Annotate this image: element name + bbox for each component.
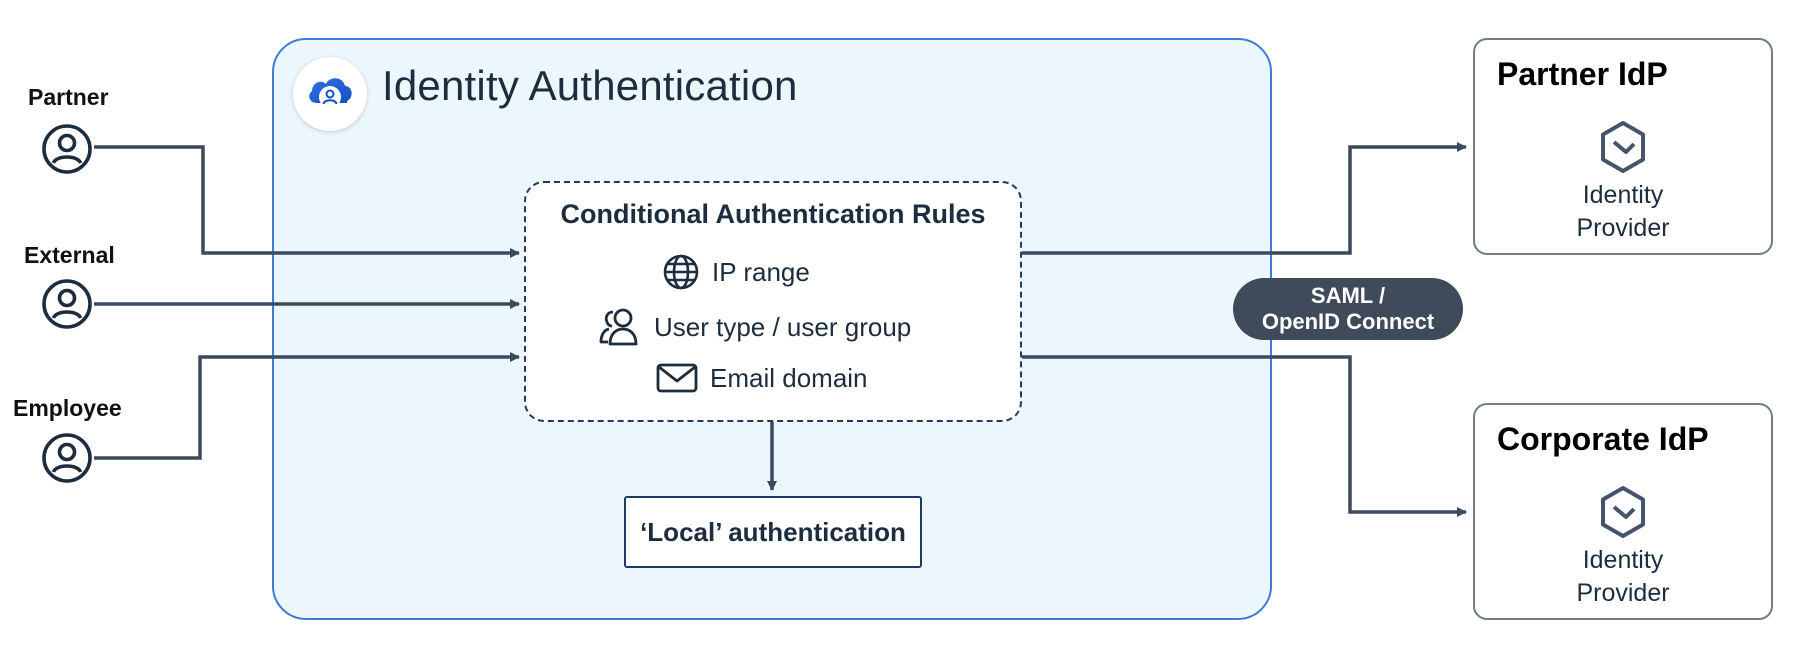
globe-icon: [662, 253, 700, 291]
conditional-rules-box: [524, 181, 1022, 422]
corporate-idp-subtitle: Identity Provider: [1475, 544, 1771, 610]
idp-sub-line-2: Provider: [1576, 579, 1670, 607]
page-title: Identity Authentication: [382, 62, 798, 109]
actor-employee-label: Employee: [13, 395, 122, 421]
rule-label: IP range: [712, 256, 810, 287]
protocol-line-2: OpenID Connect: [1261, 309, 1435, 334]
rule-label: Email domain: [710, 362, 868, 393]
rules-to-partner-idp-connector: [1022, 142, 1467, 255]
rules-title: Conditional Authentication Rules: [560, 199, 986, 229]
identity-provider-icon: [1597, 119, 1649, 180]
rule-ip-range: IP range: [662, 253, 810, 291]
corporate-idp-title: Corporate IdP: [1497, 421, 1709, 457]
rule-label: User type / user group: [654, 311, 912, 342]
cloud-user-icon: [293, 57, 367, 131]
identity-provider-icon: [1597, 484, 1649, 545]
protocol-line-1: SAML /: [1310, 283, 1386, 308]
rule-email-domain: Email domain: [656, 362, 868, 394]
partner-idp-title: Partner IdP: [1497, 56, 1668, 92]
local-authentication-box: ‘Local’ authentication: [624, 496, 922, 568]
user-icon: [40, 122, 94, 181]
idp-sub-line-1: Identity: [1582, 181, 1664, 209]
partner-idp-box: Partner IdP Identity Provider: [1473, 38, 1773, 255]
actor-partner-label: Partner: [28, 84, 109, 110]
user-group-icon: [598, 306, 642, 348]
rule-user-type: User type / user group: [598, 306, 911, 348]
protocol-badge: SAML / OpenID Connect: [1233, 278, 1463, 340]
user-icon: [40, 277, 94, 336]
user-icon: [40, 431, 94, 490]
envelope-icon: [656, 362, 698, 394]
idp-sub-line-1: Identity: [1582, 546, 1664, 574]
idp-sub-line-2: Provider: [1576, 214, 1670, 242]
partner-connector: [94, 145, 520, 258]
actor-external-label: External: [24, 242, 115, 268]
employee-connector: [94, 352, 520, 460]
corporate-idp-box: Corporate IdP Identity Provider: [1473, 403, 1773, 620]
rules-to-corporate-idp-connector: [1022, 355, 1467, 517]
partner-idp-subtitle: Identity Provider: [1475, 179, 1771, 245]
